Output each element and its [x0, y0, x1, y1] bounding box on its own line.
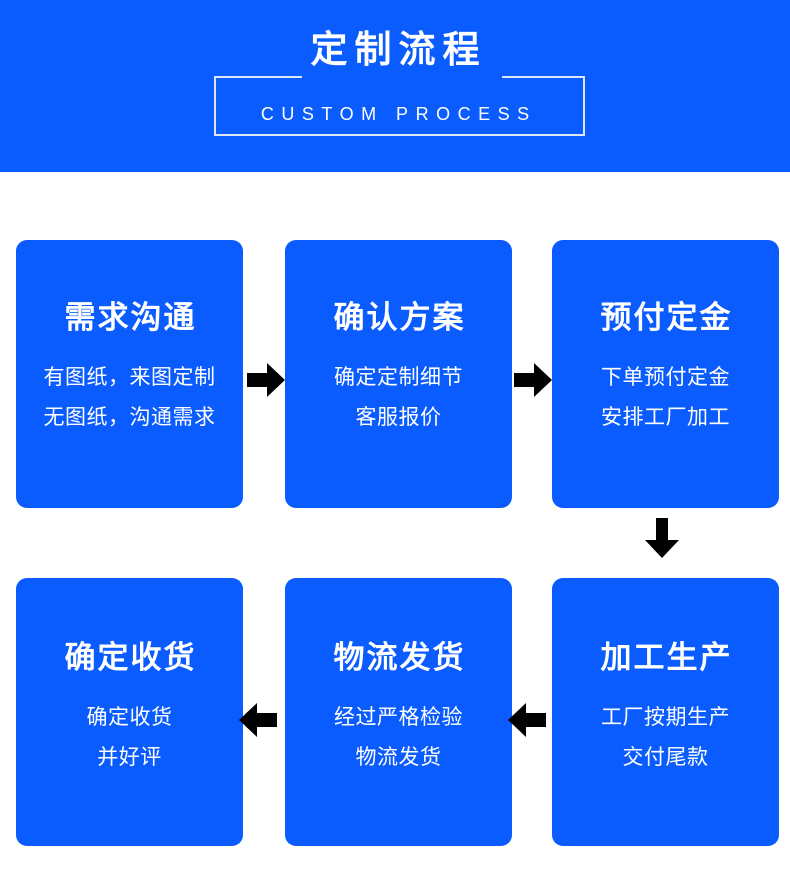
step-description: 有图纸，来图定制 无图纸，沟通需求	[44, 358, 216, 438]
header-banner: 定制流程 CUSTOM PROCESS	[0, 0, 790, 172]
step-description-line: 交付尾款	[622, 746, 709, 769]
step-title: 预付定金	[600, 300, 733, 335]
page-subtitle: CUSTOM PROCESS	[260, 104, 537, 124]
step-description-line: 无图纸，沟通需求	[43, 406, 216, 429]
arrow-left-icon	[239, 703, 277, 737]
step-description: 经过严格检验 物流发货	[334, 698, 463, 778]
process-step-card-3[interactable]: 预付定金 下单预付定金 安排工厂加工	[552, 240, 779, 508]
process-step-card-6[interactable]: 确定收货 确定收货 并好评	[16, 578, 243, 846]
arrow-right-icon	[247, 363, 285, 397]
step-title: 确定收货	[64, 640, 197, 675]
process-step-card-2[interactable]: 确认方案 确定定制细节 客服报价	[285, 240, 512, 508]
step-description: 下单预付定金 安排工厂加工	[601, 358, 730, 438]
step-description-line: 确定收货	[86, 706, 173, 729]
step-description-line: 工厂按期生产	[601, 706, 730, 729]
step-description-line: 确定定制细节	[334, 366, 463, 389]
process-step-card-5[interactable]: 物流发货 经过严格检验 物流发货	[285, 578, 512, 846]
step-description-line: 下单预付定金	[601, 366, 730, 389]
step-description-line: 客服报价	[355, 406, 442, 429]
page-title: 定制流程	[310, 29, 487, 70]
step-title: 物流发货	[333, 640, 466, 675]
step-title: 加工生产	[600, 640, 733, 675]
step-title: 确认方案	[333, 300, 466, 335]
arrow-right-icon	[514, 363, 552, 397]
step-description: 工厂按期生产 交付尾款	[601, 698, 730, 778]
step-description-line: 经过严格检验	[334, 706, 463, 729]
process-step-card-1[interactable]: 需求沟通 有图纸，来图定制 无图纸，沟通需求	[16, 240, 243, 508]
process-step-card-4[interactable]: 加工生产 工厂按期生产 交付尾款	[552, 578, 779, 846]
header-frame-border	[214, 74, 585, 136]
step-title: 需求沟通	[64, 300, 197, 335]
step-description: 确定收货 并好评	[87, 698, 173, 778]
step-description-line: 物流发货	[355, 746, 442, 769]
step-description: 确定定制细节 客服报价	[334, 358, 463, 438]
step-description-line: 安排工厂加工	[601, 406, 730, 429]
arrow-down-icon	[645, 518, 679, 558]
arrow-left-icon	[508, 703, 546, 737]
step-description-line: 并好评	[97, 746, 162, 769]
step-description-line: 有图纸，来图定制	[43, 366, 216, 389]
header-frame-top-gap	[302, 74, 502, 82]
